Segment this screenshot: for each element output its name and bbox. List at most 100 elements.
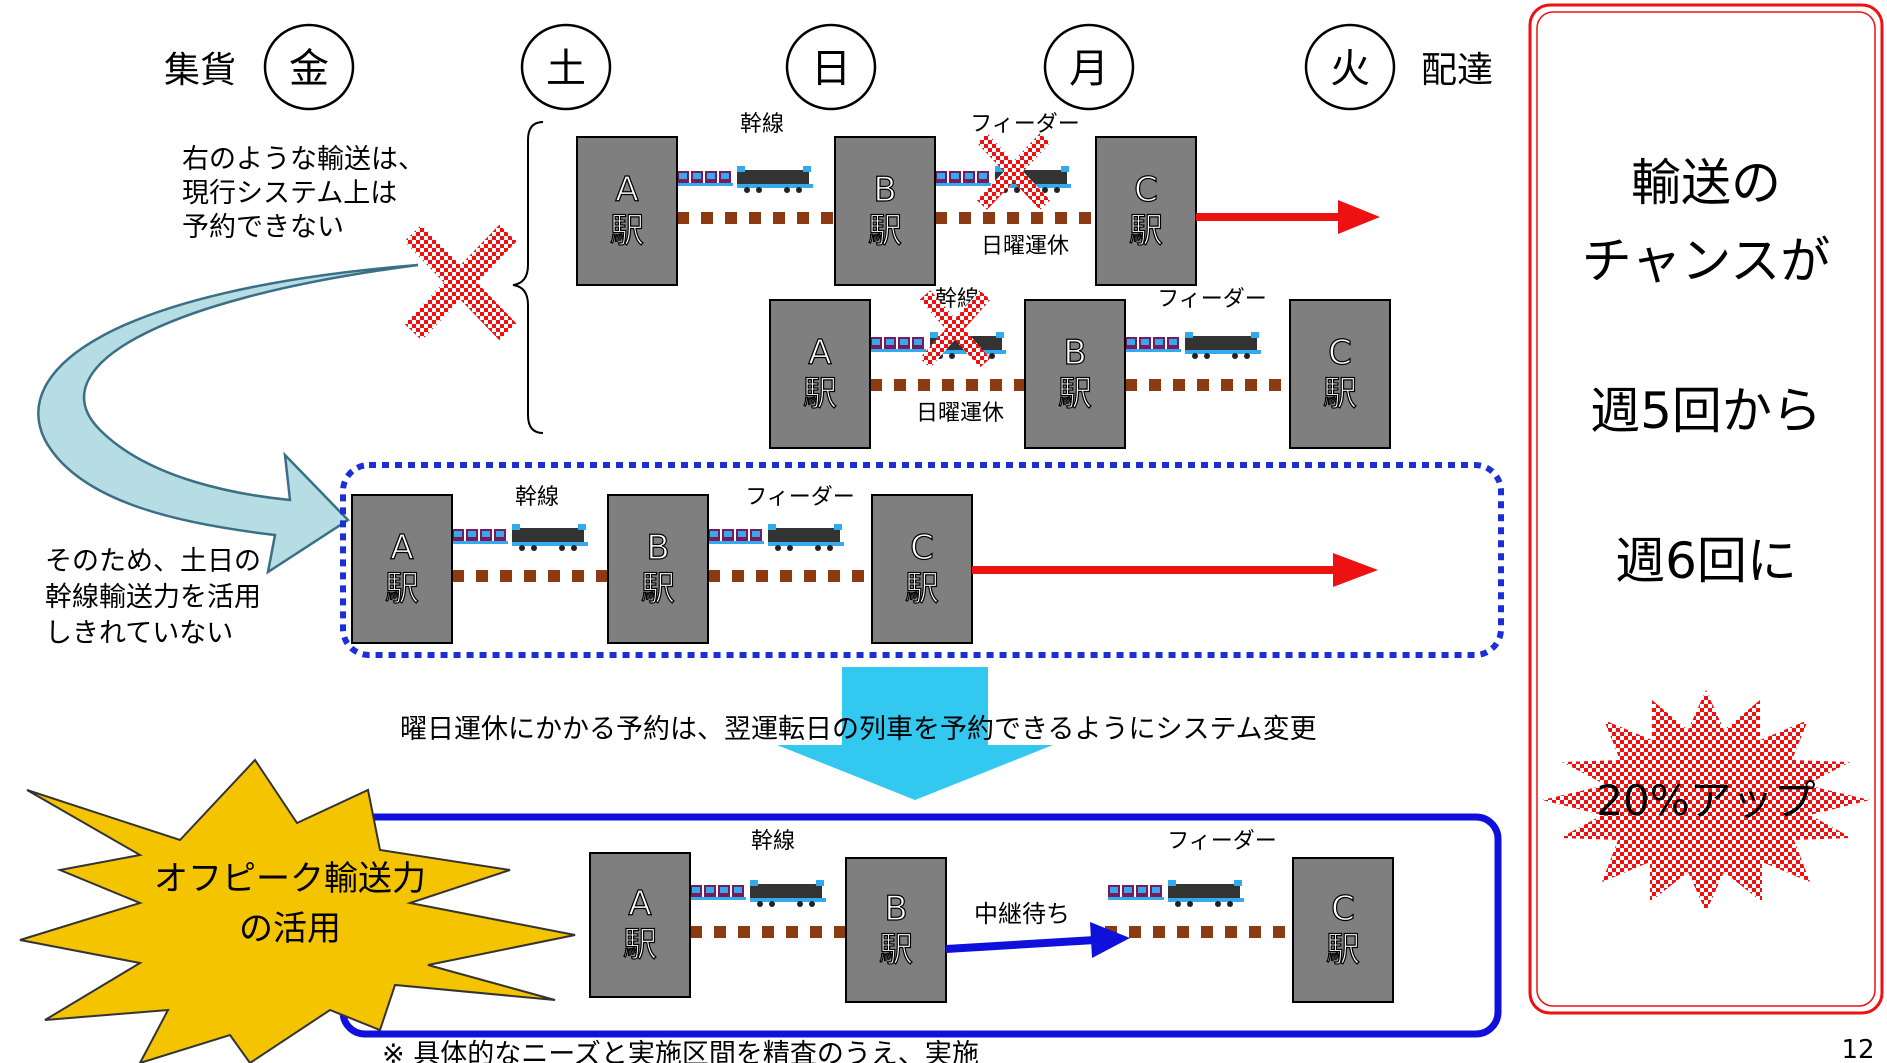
note-cannot-book: 右のような輸送は、 現行システム上は 予約できない — [182, 144, 425, 243]
station-b: B 駅 — [834, 136, 936, 286]
station-letter: A — [615, 170, 638, 210]
note-underused: そのため、土日の 幹線輸送力を活用 しきれていない — [45, 546, 261, 649]
station-c: C 駅 — [871, 494, 973, 644]
page-number: 12 — [1841, 1035, 1874, 1063]
station-letter: A — [808, 333, 831, 373]
station-char: 駅 — [1326, 930, 1360, 970]
train-icon — [708, 524, 844, 551]
station-char: 駅 — [868, 211, 902, 251]
station-b: B 駅 — [845, 857, 947, 1003]
train-icon — [452, 524, 588, 551]
relay-wait-arrow — [945, 922, 1130, 958]
dotted-highlight-box — [340, 462, 1504, 658]
brace — [512, 121, 544, 434]
station-letter: B — [873, 170, 896, 210]
delivery-arrow — [1196, 200, 1380, 234]
note-line: 予約できない — [182, 212, 344, 243]
system-change-note: 曜日運休にかかる予約は、翌運転日の列車を予約できるようにシステム変更 — [400, 714, 1317, 745]
train-icon — [690, 880, 826, 907]
note-line: 現行システム上は — [182, 178, 397, 209]
relay-wait-label: 中継待ち — [974, 900, 1070, 928]
summary-line: 週5回から — [1590, 382, 1822, 440]
station-char: 駅 — [641, 569, 675, 609]
day-label: 日 — [811, 46, 851, 92]
station-letter: C — [910, 528, 934, 568]
day-friday: 金 — [263, 23, 355, 111]
day-sunday: 日 — [785, 23, 877, 111]
station-c: C 駅 — [1292, 857, 1394, 1003]
scenario-row-3: 幹線 フィーダー A 駅 B 駅 C 駅 — [340, 462, 1504, 658]
offpeak-star: オフピーク輸送力 の活用 — [19, 758, 576, 1063]
day-tuesday: 火 — [1304, 23, 1396, 111]
station-letter: A — [390, 528, 413, 568]
delivery-arrow — [972, 553, 1378, 587]
station-letter: C — [1331, 889, 1355, 929]
note-line: 幹線輸送力を活用 — [45, 582, 261, 613]
station-letter: C — [1328, 333, 1352, 373]
station-letter: B — [646, 528, 669, 568]
cancelled-x-mark — [976, 133, 1051, 210]
station-char: 駅 — [1129, 211, 1163, 251]
collect-label: 集貨 — [164, 50, 236, 91]
feeder-label: フィーダー — [1167, 829, 1277, 854]
day-monday: 月 — [1043, 23, 1135, 111]
station-b: B 駅 — [607, 494, 709, 644]
scenario-row-1: 幹線 フィーダー A 駅 B 駅 C 駅 日曜運休 — [576, 112, 1380, 286]
station-char: 駅 — [879, 930, 913, 970]
summary-line: 週6回に — [1615, 532, 1797, 590]
station-char: 駅 — [610, 211, 644, 251]
summary-line: チャンスが — [1582, 232, 1831, 290]
train-icon — [1108, 880, 1244, 907]
day-saturday: 土 — [520, 23, 612, 111]
feeder-label: フィーダー — [745, 485, 855, 510]
train-icon — [677, 166, 813, 193]
trunk-label: 幹線 — [740, 112, 784, 137]
station-char: 駅 — [905, 569, 939, 609]
sunday-off-label: 日曜運休 — [916, 401, 1004, 426]
station-c: C 駅 — [1289, 299, 1391, 449]
scenario-row-2: 幹線 フィーダー A 駅 B 駅 C 駅 日曜運休 — [769, 287, 1391, 449]
timeline-header: 集貨 金 土 日 月 火 配達 — [164, 23, 1493, 111]
station-letter: B — [1063, 333, 1086, 373]
station-letter: C — [1134, 170, 1158, 210]
station-a: A 駅 — [589, 852, 691, 998]
trunk-label: 幹線 — [515, 485, 559, 510]
summary-line: 輸送の — [1631, 154, 1781, 212]
station-a: A 駅 — [576, 136, 678, 286]
deliver-label: 配達 — [1421, 50, 1493, 91]
increase-burst: 20%アップ — [1542, 690, 1870, 912]
cannot-book-x-mark — [404, 224, 517, 341]
station-c: C 駅 — [1095, 136, 1197, 286]
station-char: 駅 — [385, 569, 419, 609]
down-arrow — [777, 667, 1053, 800]
star-line: オフピーク輸送力 — [154, 859, 426, 899]
note-line: しきれていない — [45, 618, 233, 649]
station-a: A 駅 — [351, 494, 453, 644]
footnote: ※ 具体的なニーズと実施区間を精査のうえ、実施 — [382, 1039, 979, 1063]
day-label: 土 — [546, 46, 586, 92]
note-line: 右のような輸送は、 — [182, 144, 425, 175]
station-b: B 駅 — [1024, 299, 1126, 449]
solved-scenario: 幹線 フィーダー A 駅 B 駅 C 駅 中継待ち — [339, 813, 1502, 1038]
day-label: 火 — [1330, 46, 1370, 92]
station-char: 駅 — [1058, 374, 1092, 414]
feeder-label: フィーダー — [970, 112, 1080, 137]
station-letter: B — [884, 889, 907, 929]
trunk-label: 幹線 — [751, 829, 795, 854]
day-label: 月 — [1069, 46, 1109, 92]
station-char: 駅 — [1323, 374, 1357, 414]
station-a: A 駅 — [769, 299, 871, 449]
note-line: そのため、土日の — [45, 546, 261, 577]
summary-panel: 輸送の チャンスが 週5回から 週6回に 20%アップ — [1528, 3, 1884, 1015]
sunday-off-label: 日曜運休 — [981, 234, 1069, 259]
burst-text: 20%アップ — [1596, 776, 1815, 825]
station-char: 駅 — [803, 374, 837, 414]
feeder-label: フィーダー — [1157, 287, 1267, 312]
train-icon — [1125, 332, 1261, 359]
cancelled-x-mark — [919, 290, 991, 368]
day-label: 金 — [289, 46, 329, 92]
station-char: 駅 — [623, 925, 657, 965]
station-letter: A — [628, 884, 651, 924]
curved-arrow — [37, 263, 419, 575]
